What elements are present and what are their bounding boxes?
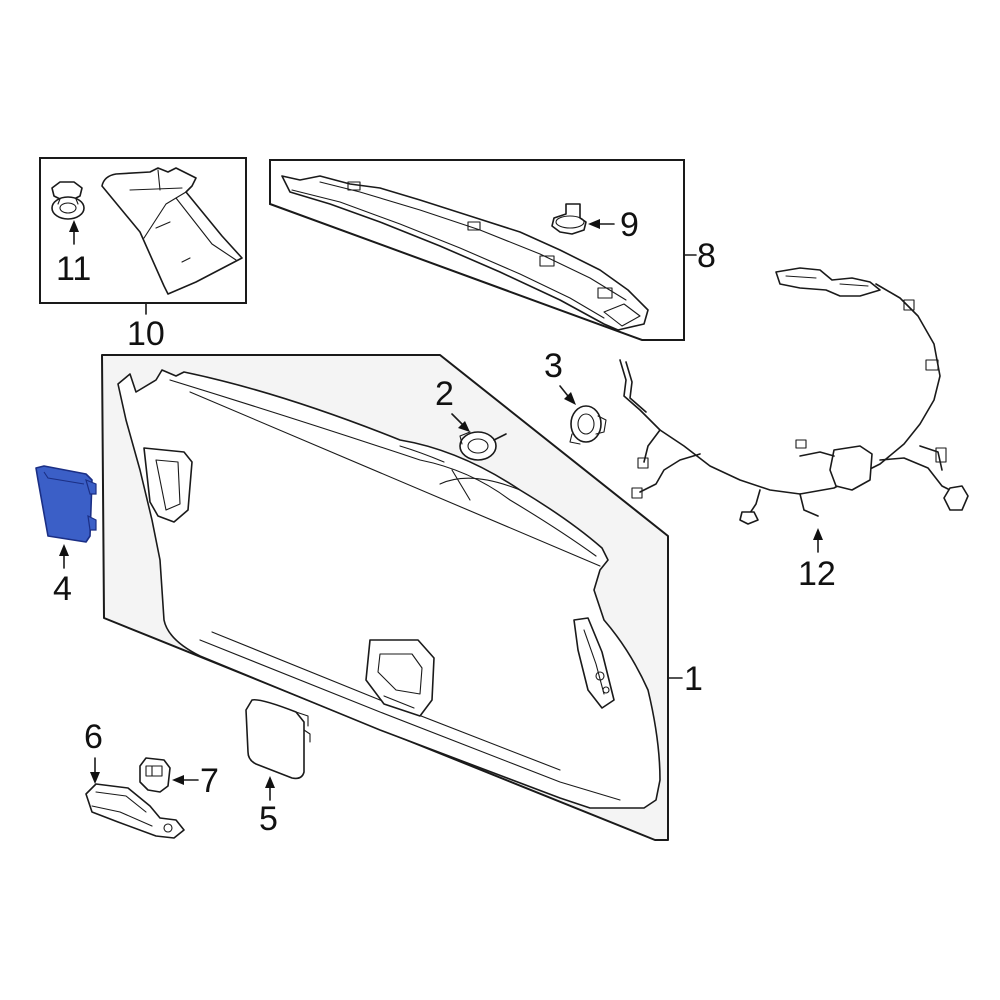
part-3-bumper[interactable] [569, 405, 607, 445]
part-11-clip[interactable] [51, 181, 85, 220]
part-12-wiring-harness[interactable] [619, 267, 969, 525]
arrow-5 [265, 776, 275, 801]
callout-12: 12 [798, 555, 836, 593]
callout-6: 6 [84, 718, 103, 756]
part-4-cover[interactable] [35, 465, 97, 543]
arrow-9 [588, 219, 615, 229]
arrow-6 [90, 757, 100, 784]
callout-7: 7 [200, 762, 219, 800]
callout-8: 8 [697, 237, 716, 275]
part-4-cover-body [35, 465, 93, 543]
part-9-clip[interactable] [551, 203, 587, 235]
arrow-11 [69, 220, 79, 245]
arrow-3 [559, 385, 576, 405]
callout-11: 11 [56, 250, 91, 288]
callout-3: 3 [544, 347, 563, 385]
callout-10: 10 [127, 315, 165, 353]
part-2-grommet[interactable] [459, 431, 507, 461]
part-5-access-cover[interactable] [245, 698, 311, 780]
arrow-4 [59, 544, 69, 569]
part-10-trim[interactable] [101, 167, 243, 295]
callout-5: 5 [259, 800, 278, 838]
arrow-2 [451, 413, 470, 432]
callout-2: 2 [435, 375, 454, 413]
arrow-12 [813, 528, 823, 553]
part-1-liftgate-trim[interactable] [117, 369, 661, 809]
part-8-upper-trim[interactable] [281, 175, 649, 331]
callout-9: 9 [620, 206, 639, 244]
callout-4: 4 [53, 570, 72, 608]
arrow-7 [172, 775, 199, 785]
callout-1: 1 [684, 660, 703, 698]
part-7-switch[interactable] [139, 757, 171, 793]
part-6-handle[interactable] [85, 783, 185, 839]
